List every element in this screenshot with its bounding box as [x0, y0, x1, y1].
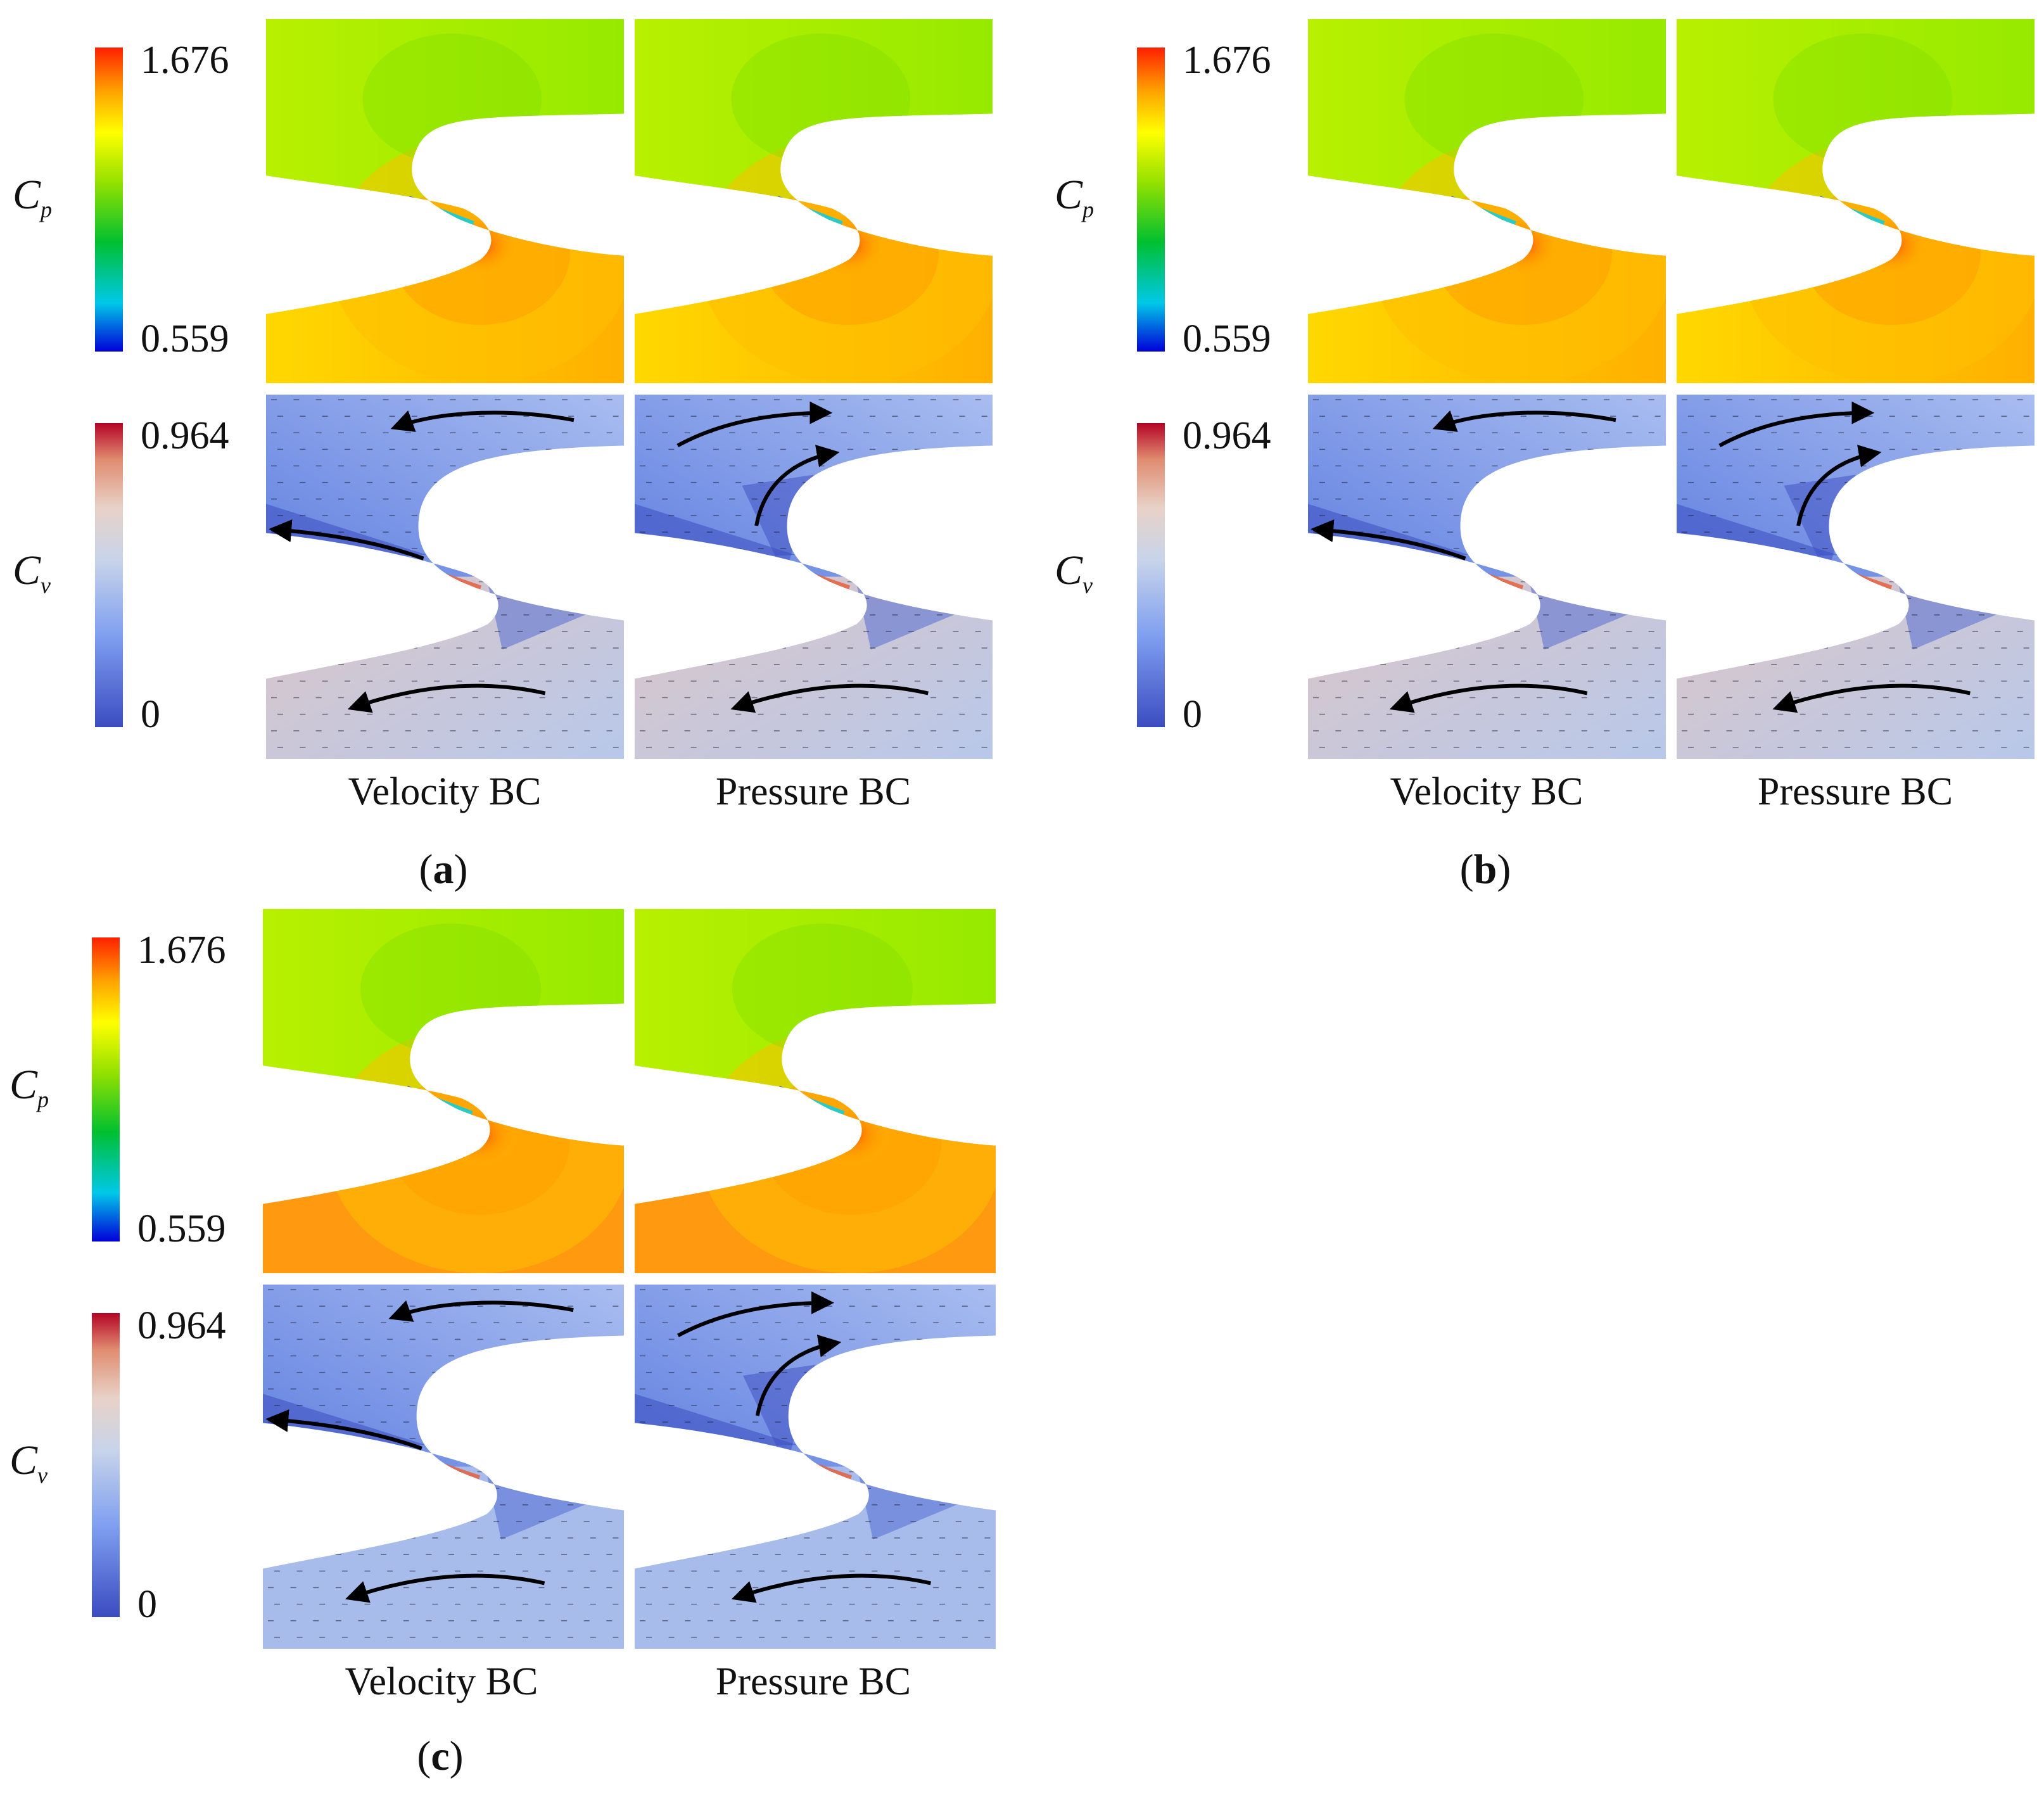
cv-plot-c-velocity — [263, 1285, 624, 1649]
flow-arrow — [1389, 683, 1588, 713]
cv-plot-a-pressure — [635, 395, 993, 759]
cv-min-label-a: 0 — [141, 693, 160, 736]
stagnation-hotspot — [811, 1102, 891, 1168]
cv-plot-a-velocity — [266, 395, 624, 759]
cp-min-label-b: 0.559 — [1183, 317, 1271, 360]
cv-field-upper — [635, 395, 993, 595]
panel-label-b: (b) — [1459, 846, 1511, 892]
column-label-a-pressure: Pressure BC — [715, 770, 911, 813]
cv-field-lower — [266, 576, 624, 759]
cv-colorbar-b-gradient — [1137, 423, 1165, 727]
flow-arrow — [347, 683, 546, 713]
cv-plot-c-pressure — [635, 1285, 996, 1649]
cv-field-upper — [263, 1285, 624, 1485]
cp-colorbar-b-gradient — [1137, 48, 1165, 352]
cv-plot-b-pressure — [1677, 395, 2034, 759]
flow-arrow — [388, 1300, 574, 1322]
cv-field-lower — [635, 1466, 996, 1649]
flow-arrow — [676, 1291, 834, 1338]
cp-max-label-b: 1.676 — [1183, 39, 1271, 82]
cv-colorbar-c — [92, 1313, 120, 1617]
flow-arrow — [390, 410, 574, 432]
column-label-c-velocity: Velocity BC — [345, 1660, 538, 1703]
column-label-c-pressure: Pressure BC — [715, 1660, 911, 1703]
cp-symbol-c: Cp — [10, 1062, 49, 1113]
stagnation-hotspot — [441, 212, 521, 278]
cv-max-label-b: 0.964 — [1183, 414, 1271, 457]
cp-plot-a-velocity — [266, 19, 624, 383]
cp-plot-c-velocity — [263, 909, 624, 1273]
cp-colorbar-b — [1137, 48, 1165, 352]
cv-max-label-a: 0.964 — [141, 414, 229, 457]
panel-label-c: (c) — [417, 1733, 464, 1779]
cv-field-lower — [635, 576, 993, 759]
stagnation-hotspot — [1851, 212, 1931, 278]
cp-colorbar-a — [95, 48, 123, 352]
column-label-b-velocity: Velocity BC — [1390, 770, 1584, 813]
cv-field-lower — [1308, 576, 1666, 759]
flow-arrow — [1718, 401, 1875, 448]
cv-field-lower — [1677, 576, 2034, 759]
flow-arrow — [1432, 410, 1616, 432]
cp-symbol-b: Cp — [1055, 172, 1095, 223]
cv-min-label-c: 0 — [137, 1583, 157, 1626]
cp-symbol-a: Cp — [13, 172, 53, 223]
flow-arrow — [1311, 519, 1466, 561]
flow-arrow — [676, 401, 833, 448]
flow-arrow — [730, 683, 929, 713]
cp-colorbar-c — [92, 937, 120, 1241]
cp-max-label-c: 1.676 — [137, 929, 226, 972]
cv-min-label-b: 0 — [1183, 693, 1202, 736]
column-label-a-velocity: Velocity BC — [348, 770, 542, 813]
cp-plot-a-pressure — [635, 19, 993, 383]
flow-arrow — [731, 1573, 932, 1603]
cp-min-label-a: 0.559 — [141, 317, 229, 360]
cv-colorbar-c-gradient — [92, 1313, 120, 1617]
cv-field-upper — [266, 395, 624, 595]
cv-field-upper — [1677, 395, 2034, 595]
flow-arrow — [754, 445, 840, 526]
cp-max-label-a: 1.676 — [141, 39, 229, 82]
cv-plot-b-velocity — [1308, 395, 1666, 759]
stagnation-hotspot — [809, 212, 889, 278]
cv-symbol-c: Cv — [10, 1437, 48, 1489]
flow-arrow — [1772, 683, 1971, 713]
flow-arrow — [1796, 445, 1882, 526]
cp-colorbar-c-gradient — [92, 937, 120, 1241]
cv-field-upper — [1308, 395, 1666, 595]
stagnation-hotspot — [1483, 212, 1563, 278]
cv-colorbar-a — [95, 423, 123, 727]
panel-label-a: (a) — [419, 846, 468, 892]
flow-arrow — [265, 1409, 422, 1451]
cv-colorbar-a-gradient — [95, 423, 123, 727]
cp-plot-c-pressure — [635, 909, 996, 1273]
cv-colorbar-b — [1137, 423, 1165, 727]
flow-arrow — [755, 1335, 842, 1416]
cp-plot-b-pressure — [1677, 19, 2034, 383]
cp-plot-b-velocity — [1308, 19, 1666, 383]
cp-colorbar-a-gradient — [95, 48, 123, 352]
cp-min-label-c: 0.559 — [137, 1207, 226, 1250]
column-label-b-pressure: Pressure BC — [1757, 770, 1953, 813]
cv-max-label-c: 0.964 — [137, 1304, 226, 1347]
flow-arrow — [345, 1573, 545, 1603]
stagnation-hotspot — [440, 1102, 519, 1168]
cv-field-upper — [635, 1285, 996, 1485]
cv-symbol-a: Cv — [13, 547, 51, 599]
cv-symbol-b: Cv — [1055, 547, 1093, 599]
flow-arrow — [269, 519, 424, 561]
cv-field-lower — [263, 1466, 624, 1649]
